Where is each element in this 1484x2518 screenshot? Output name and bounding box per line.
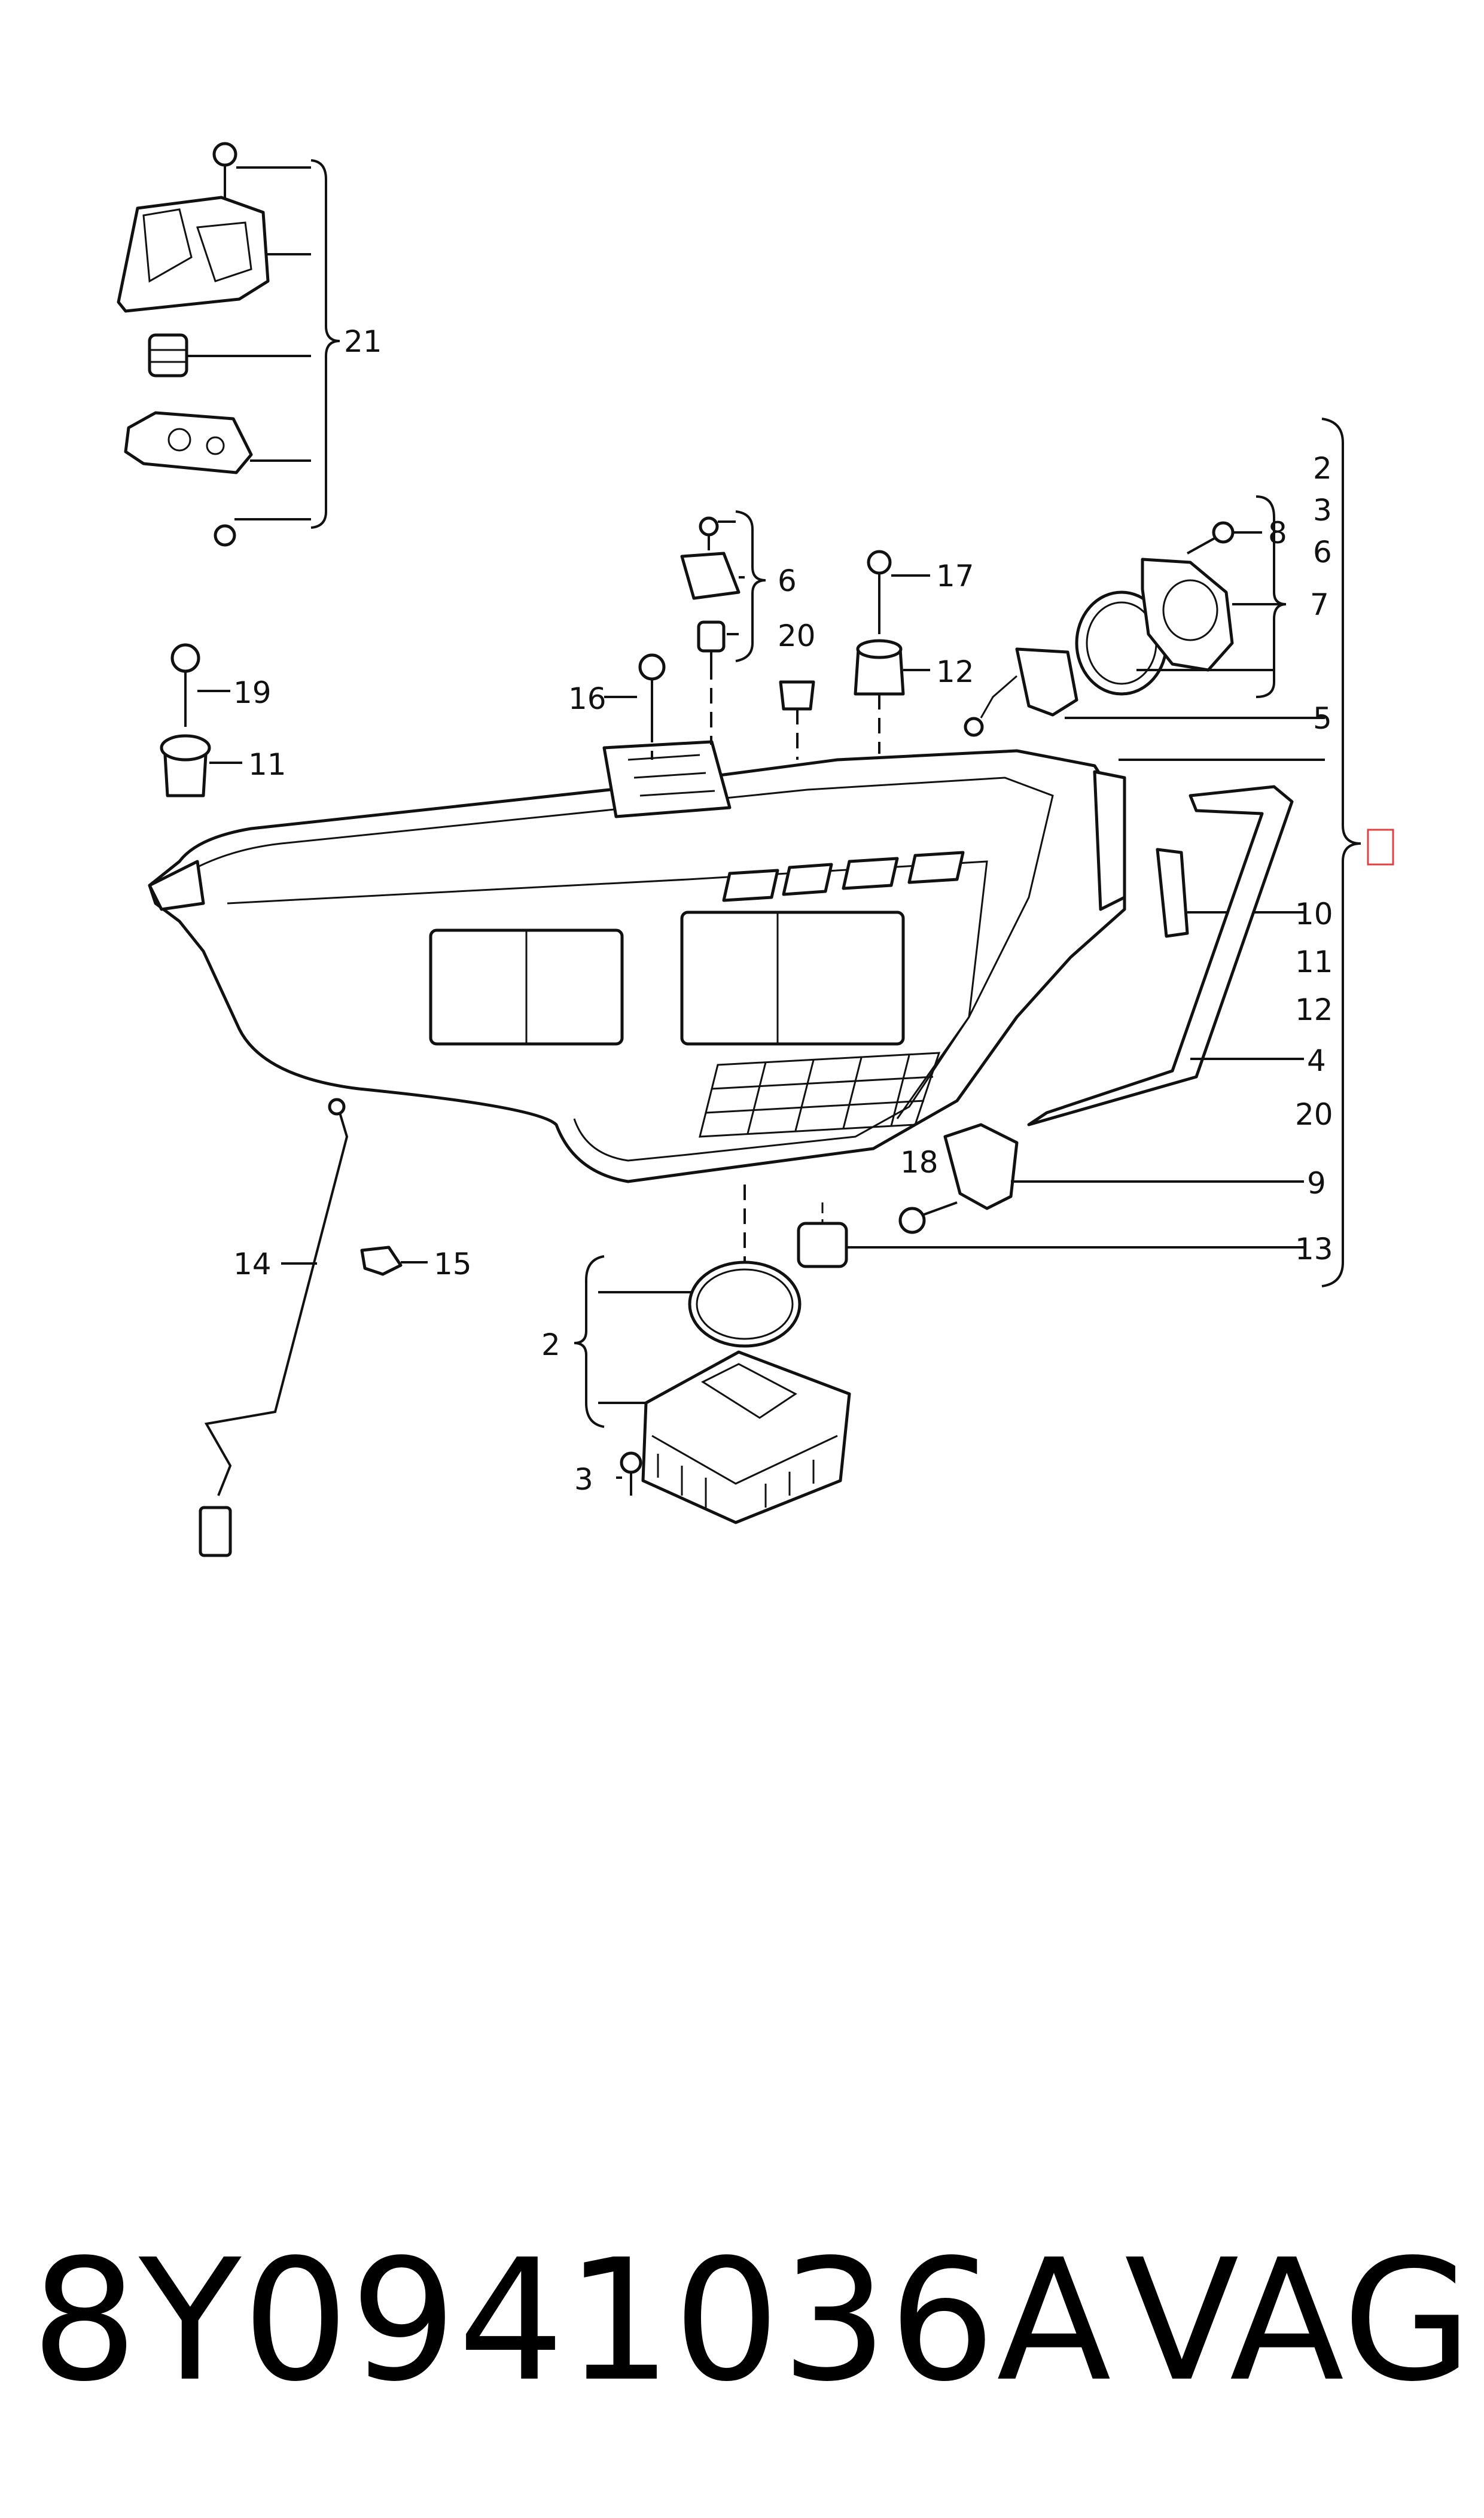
label-6-right: 6 xyxy=(1313,535,1332,570)
screw-16 xyxy=(604,653,666,760)
exploded-parts-diagram: 21 1 2 3 6 11 12 20 xyxy=(117,142,1395,1557)
wiring-harness-14 xyxy=(199,1098,349,1557)
screw-17 xyxy=(867,550,930,634)
label-11-left: 11 xyxy=(248,747,287,782)
label-10: 10 xyxy=(1295,897,1333,931)
ballast-group-2-3 xyxy=(574,1255,851,1524)
label-5: 5 xyxy=(1313,701,1332,736)
label-2-bottom: 2 xyxy=(541,1327,560,1362)
bulb-5 xyxy=(964,647,1325,737)
label-20-right: 20 xyxy=(1295,1097,1333,1132)
label-2-right: 2 xyxy=(1313,451,1332,486)
label-20-top: 20 xyxy=(778,619,816,653)
label-14: 14 xyxy=(233,1247,272,1281)
label-12-right: 12 xyxy=(1295,992,1333,1027)
adjuster-7-8 xyxy=(1075,495,1287,698)
bracket-6-group xyxy=(680,510,766,745)
label-3-right: 3 xyxy=(1313,493,1332,528)
grommet-20 xyxy=(779,680,815,760)
label-9: 9 xyxy=(1307,1166,1326,1201)
clip-15 xyxy=(360,1246,428,1276)
screw-19 xyxy=(170,643,230,727)
bush-13 xyxy=(797,1202,1304,1268)
label-16: 16 xyxy=(568,681,607,716)
bracket-assembly-21 xyxy=(117,142,340,547)
label-17: 17 xyxy=(936,559,974,593)
brand-name: VAG xyxy=(1125,2224,1474,2419)
label-12-top: 12 xyxy=(936,654,974,689)
nut-12-top xyxy=(854,639,930,754)
label-19: 19 xyxy=(233,675,272,710)
highlight-1 xyxy=(1367,829,1394,866)
nut-11-left xyxy=(160,734,242,797)
footer: 8Y0941036A VAG xyxy=(0,2237,1484,2435)
label-3-bottom: 3 xyxy=(574,1462,593,1497)
headlight-housing xyxy=(148,740,1126,1183)
part-number: 8Y0941036A xyxy=(31,2224,1113,2419)
label-6-top: 6 xyxy=(778,564,797,598)
label-18: 18 xyxy=(900,1145,938,1180)
trim-strip-4 xyxy=(1027,785,1304,1126)
screw-18 xyxy=(898,1201,958,1234)
clip-10 xyxy=(1156,848,1304,938)
label-4: 4 xyxy=(1307,1043,1326,1078)
holder-9 xyxy=(943,1123,1304,1210)
label-13: 13 xyxy=(1295,1232,1333,1266)
label-8: 8 xyxy=(1268,516,1287,550)
label-11-right: 11 xyxy=(1295,945,1333,979)
label-15: 15 xyxy=(434,1247,472,1281)
label-7: 7 xyxy=(1310,587,1329,622)
label-21: 21 xyxy=(344,324,382,359)
